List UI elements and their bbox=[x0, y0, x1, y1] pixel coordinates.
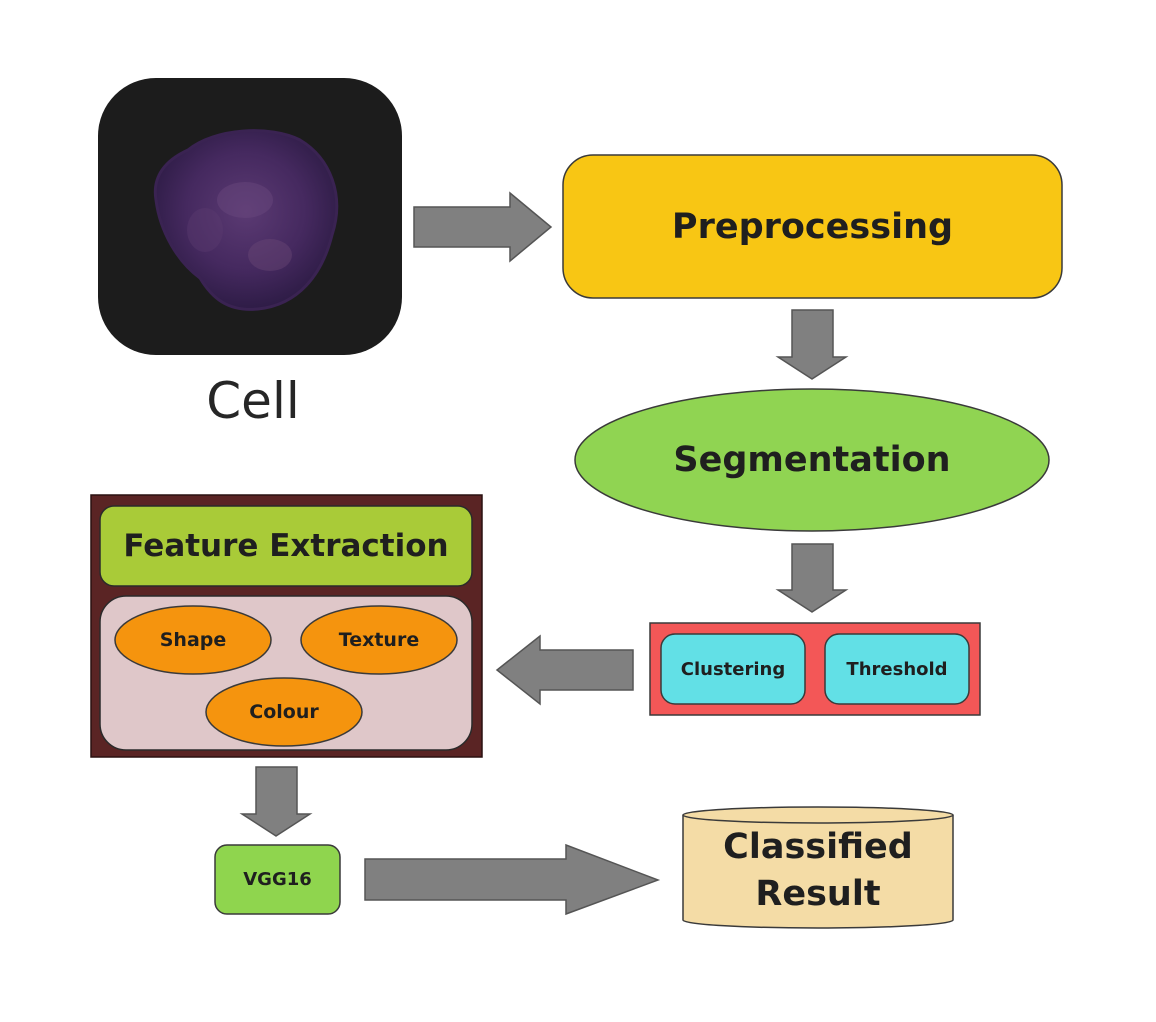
texture-label: Texture bbox=[338, 629, 420, 651]
shape-ellipse bbox=[114, 605, 272, 675]
arrow-segmentation-to-methods bbox=[775, 543, 849, 613]
cell-image bbox=[98, 78, 402, 355]
cell-nucleus bbox=[153, 129, 339, 311]
texture-ellipse bbox=[300, 605, 458, 675]
clustering-label: Clustering bbox=[680, 658, 786, 680]
arrow-vgg16-to-result bbox=[364, 843, 661, 916]
clustering-box bbox=[660, 633, 806, 705]
arrow-feature-to-vgg16 bbox=[239, 766, 313, 837]
cell-label: Cell bbox=[206, 372, 300, 430]
threshold-label: Threshold bbox=[846, 658, 948, 680]
colour-ellipse bbox=[205, 677, 363, 747]
feature-extraction-title: Feature Extraction bbox=[123, 528, 449, 564]
preprocessing-label: Preprocessing bbox=[671, 206, 954, 247]
threshold-box bbox=[824, 633, 970, 705]
vgg16-box bbox=[214, 844, 341, 915]
arrow-cell-to-preprocessing bbox=[413, 191, 553, 263]
preprocessing-box bbox=[562, 154, 1063, 299]
feature-extraction-header-box bbox=[99, 505, 473, 587]
segmentation-ellipse bbox=[574, 388, 1050, 532]
shape-label: Shape bbox=[159, 629, 227, 651]
arrow-preprocessing-to-segmentation bbox=[775, 309, 849, 380]
vgg16-label: VGG16 bbox=[243, 869, 312, 890]
segmentation-label: Segmentation bbox=[673, 440, 951, 480]
colour-label: Colour bbox=[249, 701, 319, 723]
classified-result-cylinder bbox=[682, 806, 954, 929]
arrow-methods-to-feature-extraction bbox=[495, 634, 634, 706]
classified-result-label: Classified Result bbox=[723, 826, 913, 914]
